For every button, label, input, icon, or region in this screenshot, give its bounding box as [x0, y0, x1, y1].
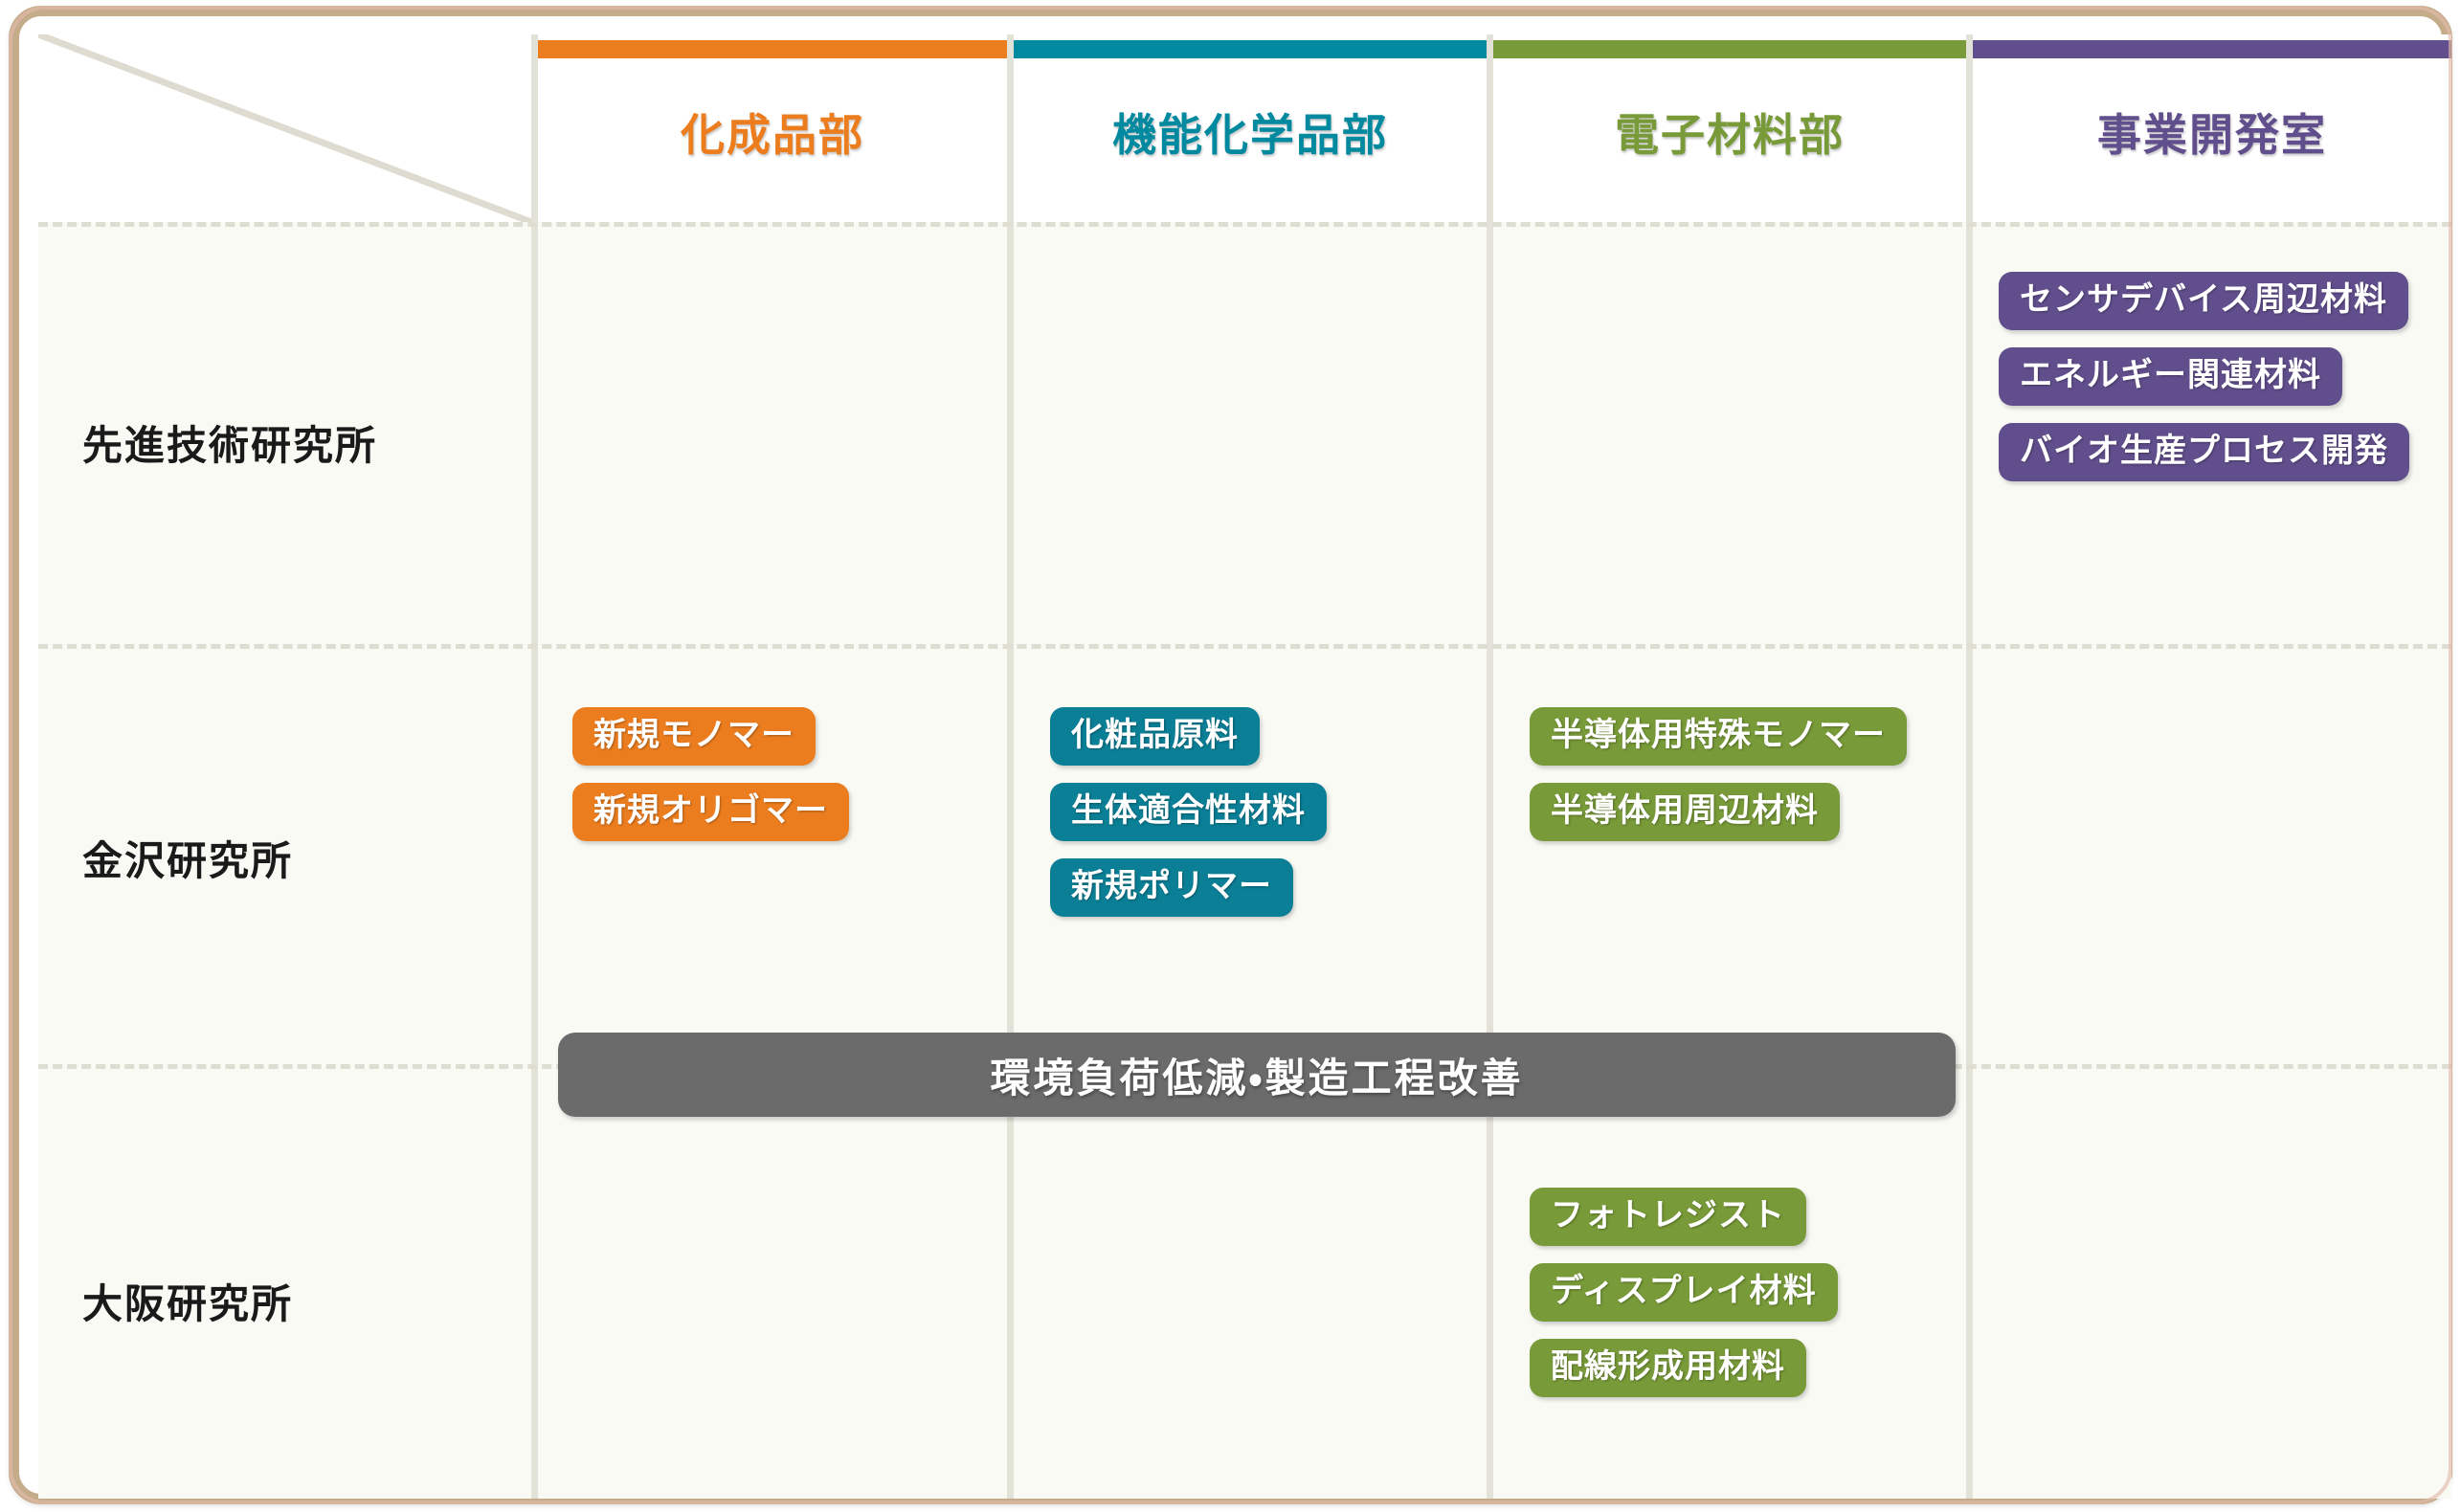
- badge-item[interactable]: 半導体用周辺材料: [1530, 783, 1840, 842]
- diagram-frame: 化成品部 機能化学品部 電子材料部 事業開発室 先進技術研究所 金沢研究所 大阪…: [9, 6, 2452, 1504]
- badge-item[interactable]: 新規ポリマー: [1050, 858, 1293, 918]
- column-separator-1: [531, 34, 538, 1499]
- cell-senshin-jigyou: センサデバイス周辺材料 エネルギー関連材料 バイオ生産プロセス開発: [1999, 272, 2409, 482]
- column-bar-jigyou: [1973, 40, 2451, 58]
- corner-cell: [38, 34, 531, 222]
- row-header-senshin: 先進技術研究所: [82, 422, 378, 469]
- column-header-jigyou: 事業開発室: [2097, 109, 2327, 161]
- badge-item[interactable]: 化粧品原料: [1050, 707, 1260, 767]
- cell-osaka-denshi: フォトレジスト ディスプレイ材料 配線形成用材料: [1530, 1188, 1838, 1398]
- corner-diagonal-line: [38, 34, 531, 222]
- column-header-kasei: 化成品部: [681, 109, 864, 161]
- column-bar-kasei: [538, 40, 1007, 58]
- column-separator-4: [1966, 34, 1973, 1499]
- matrix-table: 化成品部 機能化学品部 電子材料部 事業開発室 先進技術研究所 金沢研究所 大阪…: [38, 34, 2451, 1499]
- badge-item[interactable]: 生体適合性材料: [1050, 783, 1327, 842]
- row-separator-header: [38, 222, 2451, 227]
- badge-item[interactable]: エネルギー関連材料: [1999, 347, 2342, 407]
- badge-item[interactable]: ディスプレイ材料: [1530, 1263, 1838, 1323]
- column-separator-2: [1007, 34, 1014, 1499]
- column-header-kinou: 機能化学品部: [1112, 109, 1388, 161]
- row-separator-1: [38, 644, 2451, 649]
- badge-item[interactable]: バイオ生産プロセス開発: [1999, 423, 2409, 482]
- cell-kanazawa-kinou: 化粧品原料 生体適合性材料 新規ポリマー: [1050, 707, 1327, 918]
- badge-item[interactable]: 新規オリゴマー: [572, 783, 849, 842]
- column-bar-denshi: [1493, 40, 1966, 58]
- badge-item[interactable]: センサデバイス周辺材料: [1999, 272, 2408, 331]
- column-separator-3: [1487, 34, 1493, 1499]
- cell-kanazawa-denshi: 半導体用特殊モノマー 半導体用周辺材料: [1530, 707, 1907, 842]
- cell-kanazawa-kasei: 新規モノマー 新規オリゴマー: [572, 707, 849, 842]
- row-header-osaka: 大阪研究所: [82, 1280, 294, 1327]
- badge-item[interactable]: フォトレジスト: [1530, 1188, 1806, 1247]
- span-bar-label: 環境負荷低減・製造工程改善: [990, 1054, 1524, 1101]
- badge-item[interactable]: 半導体用特殊モノマー: [1530, 707, 1907, 767]
- span-bar-environment[interactable]: 環境負荷低減・製造工程改善: [558, 1033, 1956, 1117]
- badge-item[interactable]: 新規モノマー: [572, 707, 816, 767]
- row-header-kanazawa: 金沢研究所: [82, 837, 294, 884]
- column-header-denshi: 電子材料部: [1615, 109, 1845, 161]
- column-bar-kinou: [1014, 40, 1487, 58]
- badge-item[interactable]: 配線形成用材料: [1530, 1339, 1806, 1398]
